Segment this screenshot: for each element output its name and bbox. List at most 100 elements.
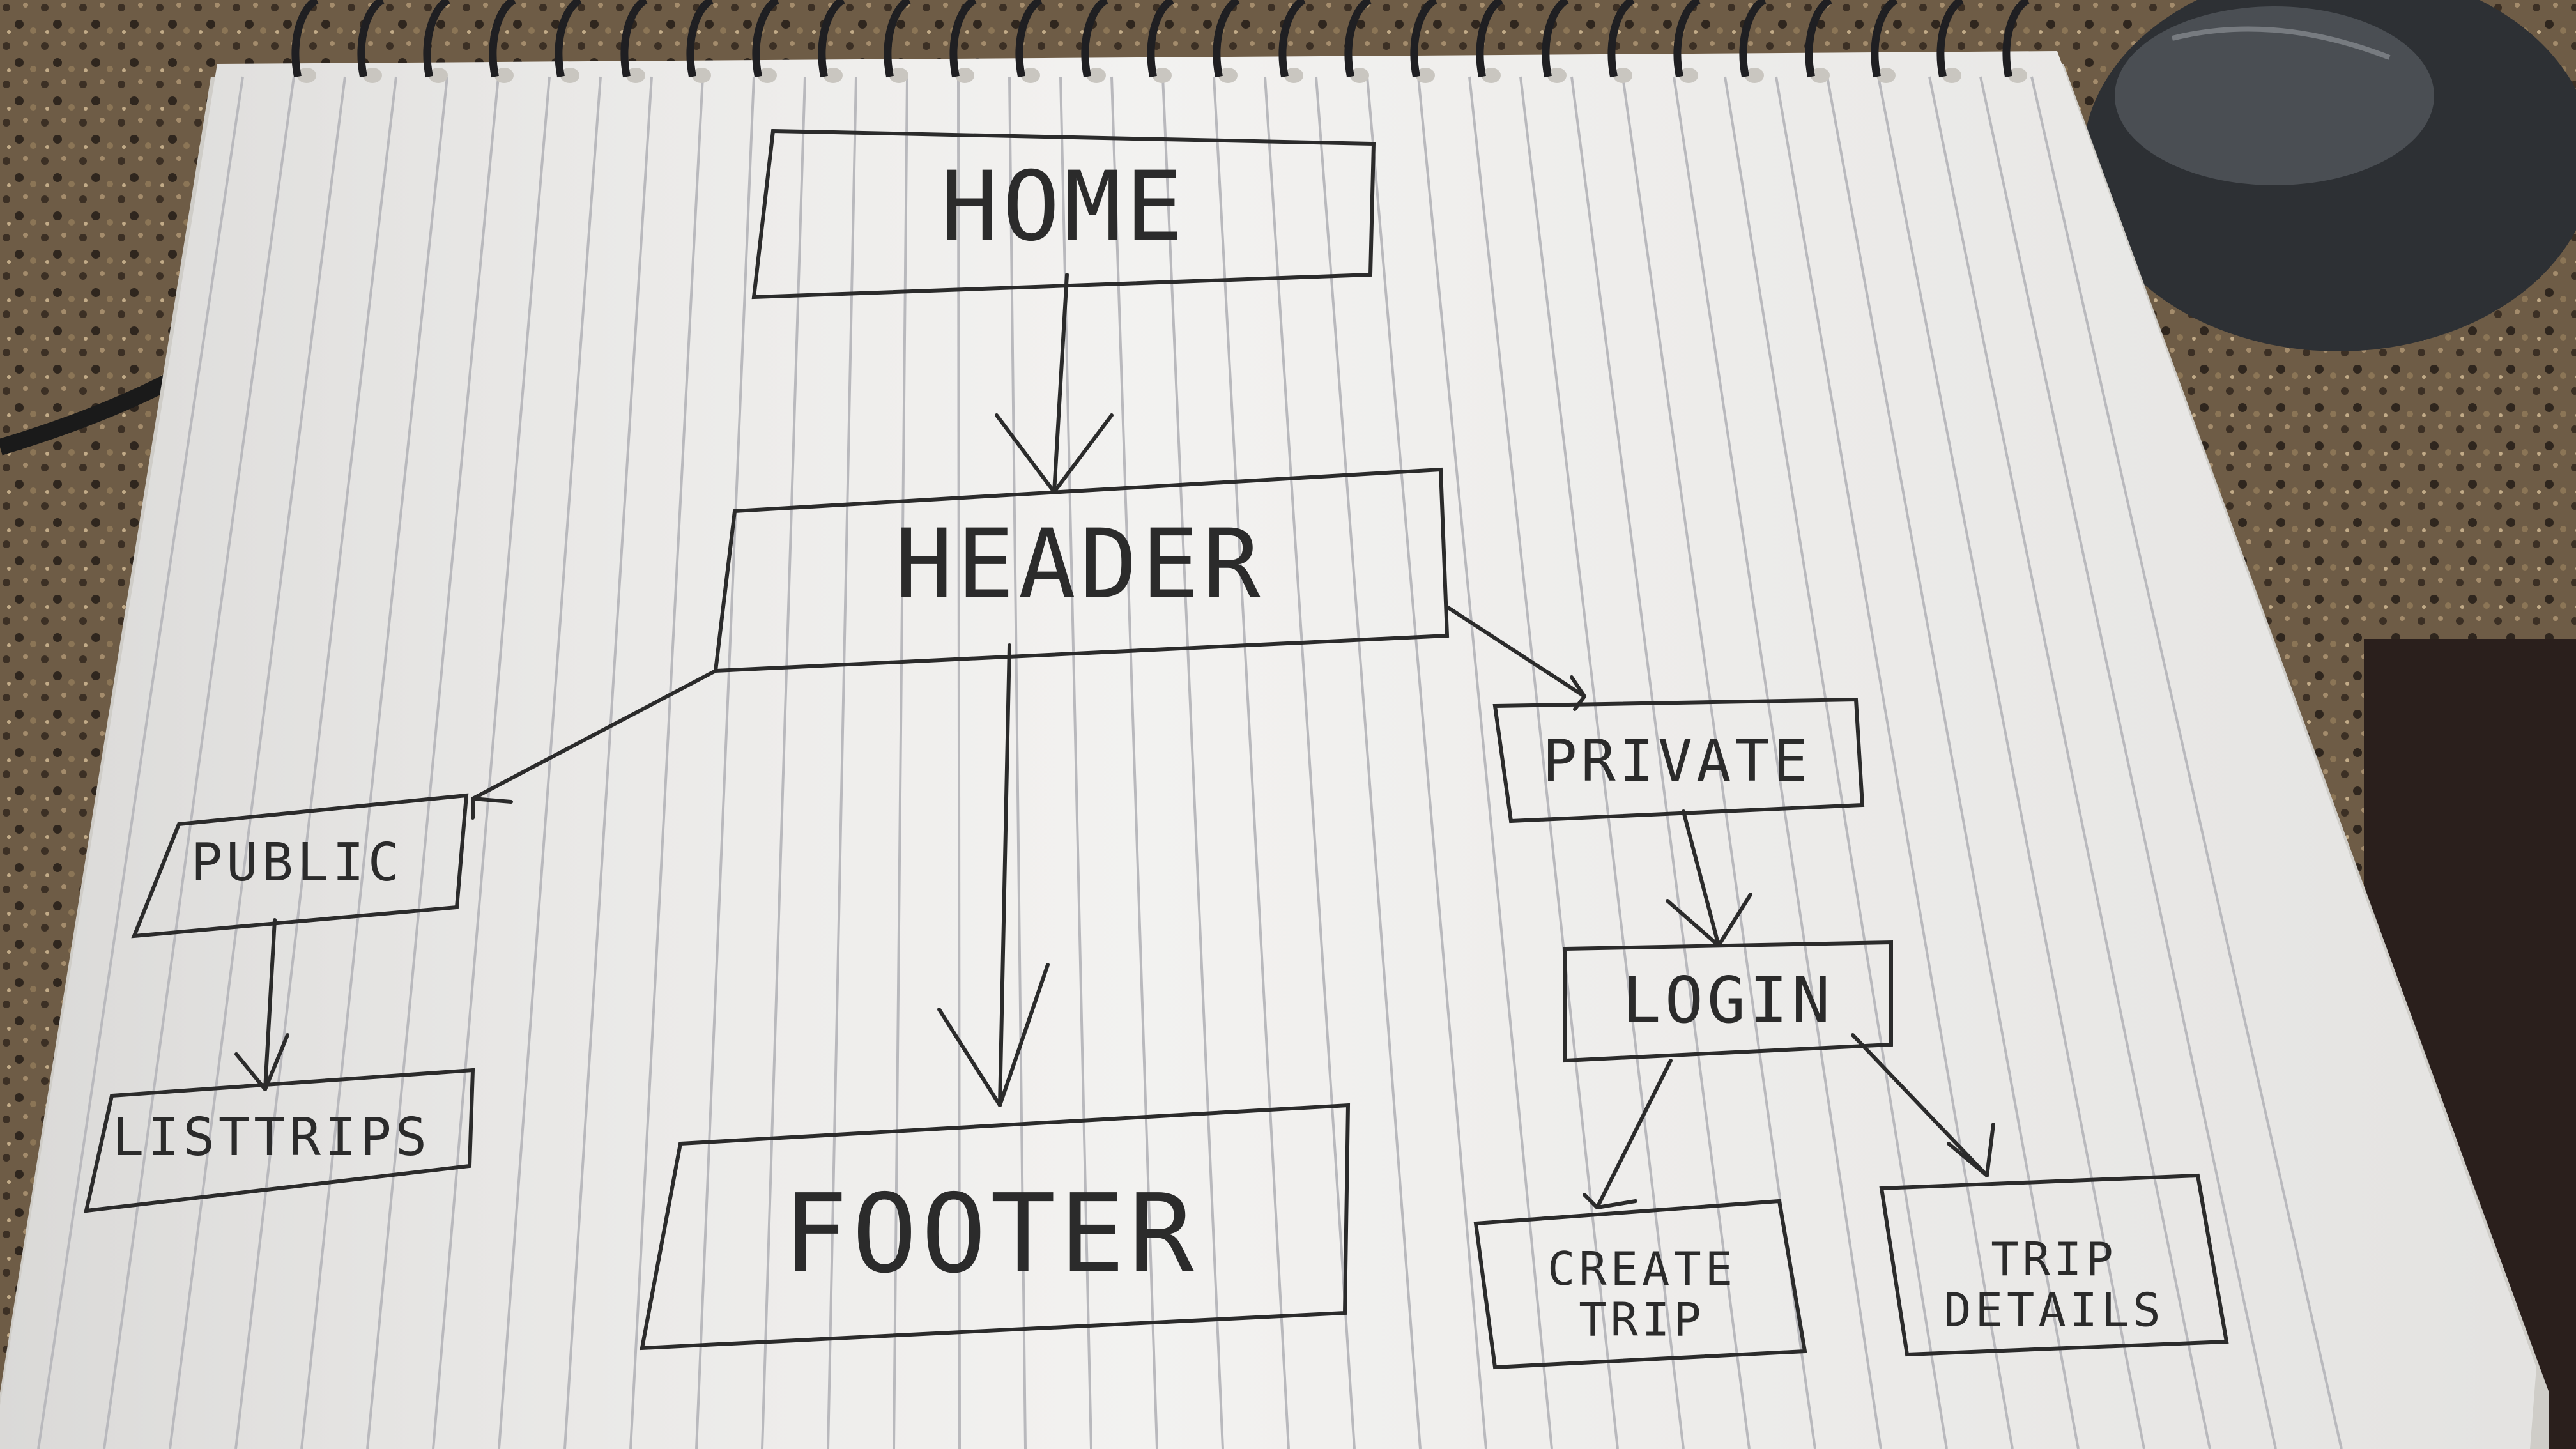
spiral-coil bbox=[752, 0, 780, 78]
edge-login-to-trip_details bbox=[1851, 1033, 1989, 1177]
spiral-coil bbox=[949, 0, 977, 78]
arrowhead bbox=[937, 963, 1050, 1107]
spiral-hole bbox=[889, 68, 908, 83]
arrowhead bbox=[1947, 1123, 1995, 1177]
spiral-coil bbox=[489, 0, 517, 78]
edge-header-to-public bbox=[471, 669, 717, 801]
node-header-label: HEADER bbox=[895, 509, 1264, 620]
spiral-coil bbox=[1936, 0, 1965, 78]
spiral-coil bbox=[1607, 0, 1636, 78]
ruled-line bbox=[2030, 76, 2343, 1449]
edge-home-to-header bbox=[1052, 273, 1069, 494]
spiral-hole bbox=[1218, 68, 1238, 83]
spiral-coil bbox=[1673, 0, 1701, 78]
spiral-coil bbox=[555, 0, 583, 78]
ruled-line bbox=[1826, 76, 2080, 1449]
ruled-line bbox=[300, 76, 448, 1449]
node-login: LOGIN bbox=[1563, 940, 1893, 1063]
spiral-coil bbox=[1147, 0, 1175, 78]
ruled-line bbox=[1928, 76, 2211, 1449]
node-listtrips: LISTTRIPS bbox=[84, 1068, 475, 1213]
edge-header-to-private bbox=[1445, 605, 1586, 698]
ruled-line bbox=[1366, 76, 1487, 1449]
node-footer: FOOTER bbox=[640, 1103, 1351, 1351]
spiral-coil bbox=[423, 0, 451, 78]
ruled-line bbox=[893, 76, 908, 1449]
spiral-coil bbox=[1476, 0, 1504, 78]
ruled-line bbox=[1213, 76, 1290, 1449]
spiral-hole bbox=[1942, 68, 1961, 83]
spiral-coil bbox=[1213, 0, 1241, 78]
ruled-line bbox=[1110, 76, 1158, 1449]
ruled-line bbox=[1315, 76, 1422, 1449]
spiral-coil bbox=[1344, 0, 1372, 78]
ruled-line bbox=[37, 76, 244, 1449]
spiral-hole bbox=[1613, 68, 1632, 83]
computer-mouse bbox=[2083, 0, 2576, 351]
spiral-coil bbox=[1871, 0, 1899, 78]
spiral-coil bbox=[620, 0, 648, 78]
ruled-line bbox=[169, 76, 346, 1449]
node-listtrips-label: LISTTRIPS bbox=[112, 1107, 431, 1168]
spiral-hole bbox=[1153, 68, 1172, 83]
ruled-line bbox=[761, 76, 806, 1449]
ruled-line bbox=[695, 76, 755, 1449]
spiral-hole bbox=[1876, 68, 1896, 83]
ruled-line bbox=[234, 76, 397, 1449]
ruled-line bbox=[1979, 76, 2277, 1449]
node-header: HEADER bbox=[713, 467, 1450, 673]
spiral-hole bbox=[692, 68, 711, 83]
spiral-hole bbox=[2008, 68, 2027, 83]
edge-login-to-create_trip bbox=[1595, 1059, 1673, 1209]
spiral-hole bbox=[1284, 68, 1303, 83]
node-footer-label: FOOTER bbox=[783, 1171, 1198, 1298]
spiral-coil bbox=[357, 0, 385, 78]
spiral-coil bbox=[1278, 0, 1307, 78]
spiral-coil bbox=[291, 0, 319, 78]
ruled-line bbox=[1570, 76, 1751, 1449]
spiral-hole bbox=[1679, 68, 1698, 83]
ruled-line bbox=[957, 76, 961, 1449]
spiral-coil bbox=[1410, 0, 1438, 78]
node-login-label: LOGIN bbox=[1622, 963, 1834, 1038]
spiral-binding bbox=[291, 0, 2030, 83]
spiral-hole bbox=[1547, 68, 1567, 83]
spiral-coil bbox=[884, 0, 912, 78]
spiral-hole bbox=[494, 68, 514, 83]
ruled-lines bbox=[37, 76, 2343, 1449]
spiral-coil bbox=[1739, 0, 1767, 78]
ruled-line bbox=[1264, 76, 1356, 1449]
spiral-coil bbox=[1015, 0, 1043, 78]
node-public-label: PUBLIC bbox=[191, 832, 403, 893]
spiral-hole bbox=[560, 68, 579, 83]
spiral-hole bbox=[1087, 68, 1106, 83]
page-shading bbox=[0, 51, 2536, 1449]
node-home-label: HOME bbox=[940, 151, 1186, 263]
arrowhead bbox=[471, 797, 513, 820]
ruled-line bbox=[629, 76, 704, 1449]
edge-public-to-listtrips bbox=[263, 918, 277, 1091]
ruled-line bbox=[1468, 76, 1619, 1449]
spiral-hole bbox=[1745, 68, 1764, 83]
ruled-line bbox=[1519, 76, 1685, 1449]
spiral-coil bbox=[818, 0, 846, 78]
spiral-hole bbox=[824, 68, 843, 83]
spiral-coil bbox=[2002, 0, 2030, 78]
spiral-hole bbox=[429, 68, 448, 83]
edge-private-to-login bbox=[1682, 809, 1721, 947]
edge-header-to-footer bbox=[998, 643, 1011, 1107]
spiral-hole bbox=[1811, 68, 1830, 83]
ruled-line bbox=[1162, 76, 1224, 1449]
ruled-line bbox=[1775, 76, 2014, 1449]
spiral-coil bbox=[1081, 0, 1109, 78]
ruled-line bbox=[1008, 76, 1027, 1449]
spiral-hole bbox=[363, 68, 382, 83]
spiral-hole bbox=[1482, 68, 1501, 83]
spiral-hole bbox=[297, 68, 316, 83]
ruled-line bbox=[1724, 76, 1948, 1449]
spiral-hole bbox=[758, 68, 777, 83]
ruled-line bbox=[498, 76, 602, 1449]
